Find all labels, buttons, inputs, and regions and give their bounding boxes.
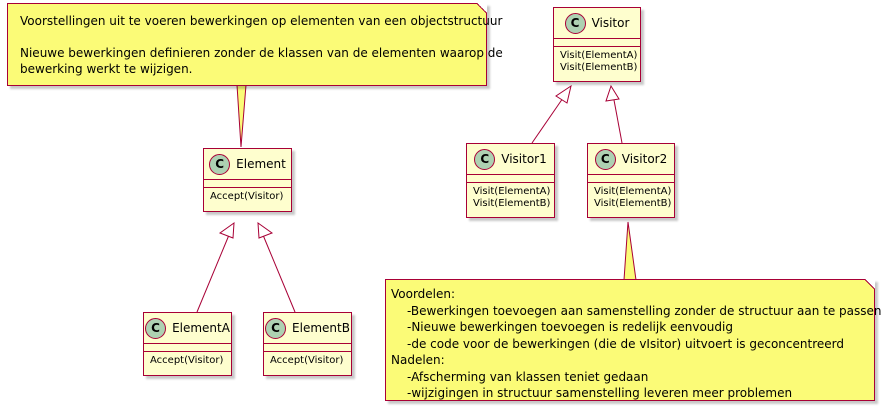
note-link-element xyxy=(236,84,247,148)
class-element-a: C ElementA Accept(Visitor) xyxy=(143,312,232,376)
voordelen-item: -de code voor de bewerkingen (die de vIs… xyxy=(407,336,844,351)
voordelen-item: -Bewerkingen toevoegen aan samenstelling… xyxy=(407,303,882,318)
class-visitor1-header: C Visitor1 xyxy=(467,144,554,175)
class-visitor2-header: C Visitor2 xyxy=(588,144,674,175)
method: Accept(Visitor) xyxy=(210,191,284,202)
inheritance-line-element-b xyxy=(262,234,296,313)
note-bottom: Voordelen: -Bewerkingen toevoegen aan sa… xyxy=(385,279,882,401)
class-visitor: C Visitor Visit(ElementA) Visit(ElementB… xyxy=(553,7,641,82)
class-circle-icon: C xyxy=(265,317,287,339)
note-top: Voorstellingen uit te voeren bewerkingen… xyxy=(7,3,503,86)
method: Visit(ElementA) xyxy=(473,186,551,197)
note-top-line-3: bewerking werkt te wijzigen. xyxy=(20,62,193,76)
class-element-b-name: ElementB xyxy=(292,321,350,335)
class-element-a-fields xyxy=(144,344,231,352)
class-visitor-header: C Visitor xyxy=(554,8,640,39)
method: Visit(ElementB) xyxy=(594,198,672,209)
method: Accept(Visitor) xyxy=(270,355,344,366)
note-link-visitor2 xyxy=(623,221,637,281)
method: Accept(Visitor) xyxy=(150,355,224,366)
inheritance-arrow-visitor2 xyxy=(605,84,620,102)
class-circle-icon: C xyxy=(564,12,586,34)
class-visitor1-fields xyxy=(467,175,554,183)
class-element-name: Element xyxy=(236,157,286,171)
class-circle-icon: C xyxy=(474,148,496,170)
class-visitor1: C Visitor1 Visit(ElementA) Visit(Element… xyxy=(466,143,555,218)
class-element-b-fields xyxy=(264,344,351,352)
method: Visit(ElementA) xyxy=(560,50,638,61)
class-visitor1-name: Visitor1 xyxy=(501,152,547,166)
method: Visit(ElementB) xyxy=(473,198,551,209)
class-circle-icon: C xyxy=(145,317,167,339)
class-element-b-methods: Accept(Visitor) xyxy=(264,352,351,370)
note-fold-icon xyxy=(865,279,875,289)
class-element-fields xyxy=(204,180,291,188)
voordelen-item: -Nieuwe bewerkingen toevoegen is redelij… xyxy=(407,320,733,334)
method: Visit(ElementB) xyxy=(560,62,638,73)
class-element-a-header: C ElementA xyxy=(144,313,231,344)
class-visitor-name: Visitor xyxy=(591,16,630,30)
note-fold-icon xyxy=(477,3,487,13)
inheritance-arrow-element-b xyxy=(257,221,274,239)
note-top-line-1: Voorstellingen uit te voeren bewerkingen… xyxy=(20,14,503,28)
class-visitor2-name: Visitor2 xyxy=(621,152,668,166)
inheritance-line-visitor1 xyxy=(531,97,564,144)
class-element-a-name: ElementA xyxy=(172,321,230,335)
class-visitor-methods: Visit(ElementA) Visit(ElementB) xyxy=(554,47,640,77)
nadelen-item: -wijzigingen in structuur samenstelling … xyxy=(407,386,793,400)
class-element-b: C ElementB Accept(Visitor) xyxy=(263,312,352,376)
class-element: C Element Accept(Visitor) xyxy=(203,148,292,212)
nadelen-title: Nadelen: xyxy=(391,353,445,367)
class-visitor2: C Visitor2 Visit(ElementA) Visit(Element… xyxy=(587,143,675,218)
class-element-a-methods: Accept(Visitor) xyxy=(144,352,231,370)
inheritance-line-visitor2 xyxy=(613,99,623,144)
inheritance-arrow-visitor1 xyxy=(555,84,572,104)
inheritance-arrow-element-a xyxy=(218,221,235,239)
class-visitor2-fields xyxy=(588,175,674,183)
method: Visit(ElementA) xyxy=(594,186,672,197)
inheritance-line-element-a xyxy=(196,234,230,313)
class-visitor2-methods: Visit(ElementA) Visit(ElementB) xyxy=(588,183,674,213)
class-element-header: C Element xyxy=(204,149,291,180)
note-top-line-spacer xyxy=(20,29,476,45)
class-element-b-header: C ElementB xyxy=(264,313,351,344)
class-visitor1-methods: Visit(ElementA) Visit(ElementB) xyxy=(467,183,554,213)
nadelen-item: -Afscherming van klassen teniet gedaan xyxy=(407,369,649,384)
note-top-line-2: Nieuwe bewerkingen definieren zonder de … xyxy=(20,46,503,60)
class-circle-icon: C xyxy=(209,153,231,175)
class-circle-icon: C xyxy=(594,148,616,170)
class-element-methods: Accept(Visitor) xyxy=(204,188,291,206)
class-visitor-fields xyxy=(554,39,640,47)
voordelen-title: Voordelen: xyxy=(391,287,456,301)
